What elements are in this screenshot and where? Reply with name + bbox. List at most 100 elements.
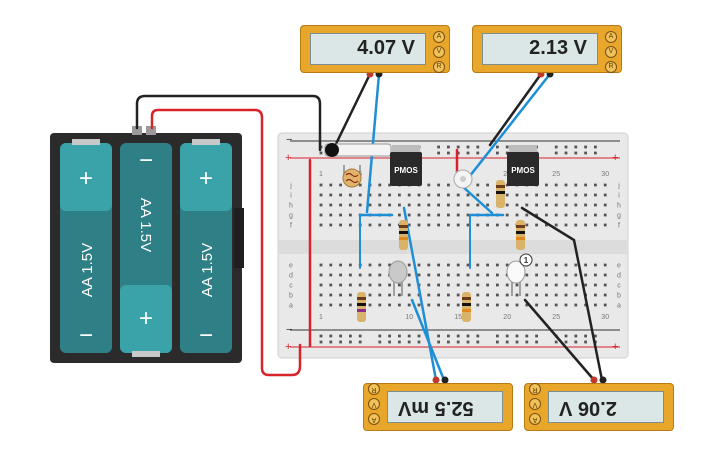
- breadboard-hole[interactable]: [437, 213, 440, 217]
- breadboard-hole[interactable]: [388, 303, 391, 307]
- breadboard-hole[interactable]: [505, 340, 509, 344]
- breadboard-hole[interactable]: [466, 145, 470, 149]
- breadboard-hole[interactable]: [437, 334, 440, 338]
- breadboard-hole[interactable]: [329, 334, 333, 338]
- breadboard-hole[interactable]: [349, 293, 352, 297]
- breadboard-hole[interactable]: [535, 283, 538, 287]
- breadboard-hole[interactable]: [358, 183, 362, 187]
- breadboard-hole[interactable]: [378, 203, 382, 207]
- breadboard-hole[interactable]: [417, 303, 421, 307]
- breadboard-hole[interactable]: [427, 203, 431, 207]
- breadboard-hole[interactable]: [456, 263, 460, 267]
- breadboard-hole[interactable]: [554, 340, 558, 344]
- breadboard-hole[interactable]: [535, 334, 538, 338]
- breadboard-hole[interactable]: [476, 145, 480, 149]
- breadboard-hole[interactable]: [545, 283, 548, 287]
- breadboard-hole[interactable]: [466, 263, 470, 267]
- breadboard-hole[interactable]: [349, 334, 352, 338]
- breadboard-hole[interactable]: [417, 340, 421, 344]
- breadboard-hole[interactable]: [339, 340, 342, 344]
- breadboard-hole[interactable]: [349, 213, 352, 217]
- breadboard-hole[interactable]: [339, 213, 342, 217]
- breadboard-hole[interactable]: [388, 223, 391, 227]
- breadboard-hole[interactable]: [515, 283, 519, 287]
- mode-amps-icon[interactable]: A: [529, 413, 541, 425]
- breadboard-hole[interactable]: [594, 283, 597, 287]
- breadboard-hole[interactable]: [456, 293, 460, 297]
- breadboard-hole[interactable]: [427, 263, 431, 267]
- mode-ohms-icon[interactable]: R: [368, 383, 380, 395]
- breadboard-hole[interactable]: [554, 203, 558, 207]
- breadboard-hole[interactable]: [437, 203, 440, 207]
- breadboard-hole[interactable]: [554, 145, 558, 149]
- breadboard-hole[interactable]: [505, 283, 509, 287]
- mode-amps-icon[interactable]: A: [605, 31, 617, 43]
- breadboard-hole[interactable]: [427, 183, 431, 187]
- breadboard-hole[interactable]: [319, 203, 323, 207]
- breadboard-hole[interactable]: [417, 263, 421, 267]
- breadboard-hole[interactable]: [603, 303, 607, 307]
- breadboard-hole[interactable]: [496, 223, 499, 227]
- breadboard-hole[interactable]: [505, 203, 509, 207]
- breadboard-hole[interactable]: [603, 213, 607, 217]
- breadboard-hole[interactable]: [603, 263, 607, 267]
- breadboard-hole[interactable]: [398, 213, 401, 217]
- breadboard-hole[interactable]: [339, 303, 342, 307]
- breadboard-hole[interactable]: [564, 293, 568, 297]
- breadboard-hole[interactable]: [584, 283, 587, 287]
- breadboard-hole[interactable]: [339, 293, 342, 297]
- breadboard-hole[interactable]: [329, 273, 333, 277]
- breadboard-hole[interactable]: [437, 223, 440, 227]
- breadboard-hole[interactable]: [388, 193, 391, 197]
- breadboard-hole[interactable]: [545, 213, 548, 217]
- breadboard-hole[interactable]: [388, 283, 391, 287]
- breadboard-hole[interactable]: [574, 273, 578, 277]
- breadboard-hole[interactable]: [554, 273, 558, 277]
- breadboard-hole[interactable]: [505, 334, 509, 338]
- breadboard-hole[interactable]: [456, 340, 460, 344]
- breadboard-hole[interactable]: [505, 263, 509, 267]
- breadboard-hole[interactable]: [427, 213, 431, 217]
- breadboard-hole[interactable]: [554, 303, 558, 307]
- breadboard-hole[interactable]: [515, 213, 519, 217]
- breadboard-hole[interactable]: [368, 263, 372, 267]
- breadboard-hole[interactable]: [407, 193, 411, 197]
- breadboard-hole[interactable]: [339, 193, 342, 197]
- breadboard-hole[interactable]: [398, 293, 401, 297]
- breadboard-hole[interactable]: [564, 145, 568, 149]
- breadboard-hole[interactable]: [603, 293, 607, 297]
- breadboard-hole[interactable]: [339, 273, 342, 277]
- breadboard-hole[interactable]: [319, 183, 323, 187]
- breadboard-hole[interactable]: [535, 193, 538, 197]
- breadboard-hole[interactable]: [564, 263, 568, 267]
- breadboard-hole[interactable]: [349, 303, 352, 307]
- resistor-2[interactable]: [516, 220, 525, 250]
- breadboard-hole[interactable]: [358, 193, 362, 197]
- breadboard-hole[interactable]: [584, 223, 587, 227]
- breadboard-hole[interactable]: [594, 334, 597, 338]
- breadboard-hole[interactable]: [574, 263, 578, 267]
- mode-volts-icon[interactable]: V: [605, 46, 617, 58]
- breadboard-hole[interactable]: [574, 183, 578, 187]
- resistor-4[interactable]: [462, 292, 471, 322]
- breadboard-hole[interactable]: [339, 263, 342, 267]
- breadboard-hole[interactable]: [378, 293, 382, 297]
- breadboard-hole[interactable]: [535, 293, 538, 297]
- breadboard-hole[interactable]: [554, 193, 558, 197]
- breadboard-hole[interactable]: [515, 303, 519, 307]
- breadboard-hole[interactable]: [505, 193, 509, 197]
- breadboard-hole[interactable]: [329, 193, 333, 197]
- breadboard-hole[interactable]: [594, 223, 597, 227]
- breadboard-hole[interactable]: [329, 213, 333, 217]
- breadboard-hole[interactable]: [584, 273, 587, 277]
- breadboard-hole[interactable]: [476, 151, 480, 155]
- breadboard-hole[interactable]: [466, 273, 470, 277]
- multimeter-bottom-right[interactable]: 2.06 V A V R: [524, 383, 674, 431]
- breadboard-hole[interactable]: [535, 273, 538, 277]
- breadboard-hole[interactable]: [319, 293, 323, 297]
- breadboard-hole[interactable]: [505, 145, 509, 149]
- breadboard-hole[interactable]: [319, 340, 323, 344]
- breadboard-hole[interactable]: [456, 145, 460, 149]
- breadboard-hole[interactable]: [525, 303, 529, 307]
- breadboard-hole[interactable]: [319, 303, 323, 307]
